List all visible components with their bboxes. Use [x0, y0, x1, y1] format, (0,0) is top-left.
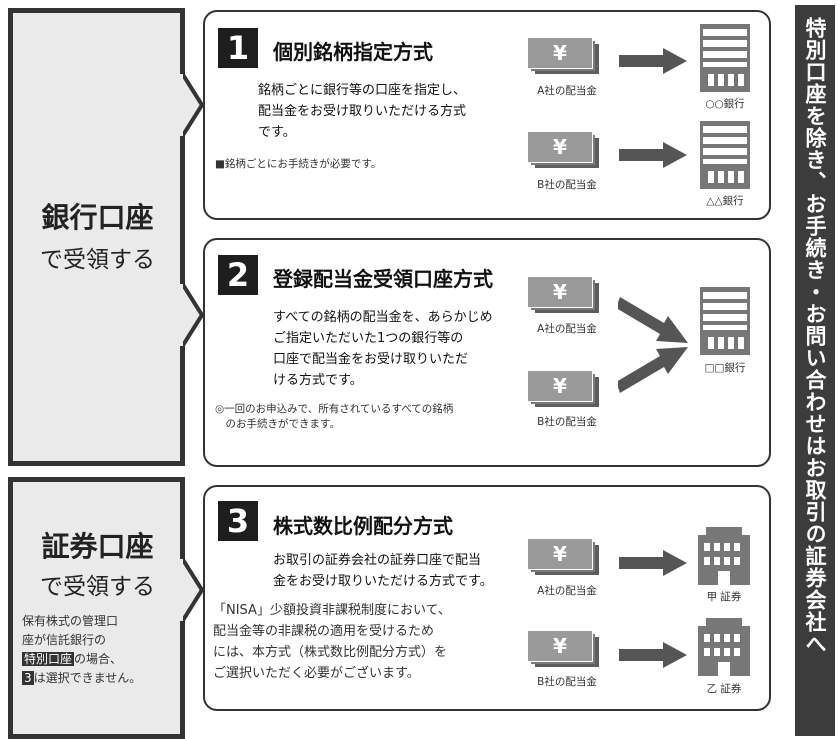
securities-account-subtitle: で受領する	[40, 574, 155, 600]
securities-panel-pointer	[180, 555, 205, 629]
method-3-title: 株式数比例配分方式	[273, 514, 453, 538]
bank-building-icon	[700, 121, 750, 189]
dividend-b-icon: ¥	[527, 630, 599, 667]
dividend-b-label: B社の配当金	[537, 416, 597, 428]
method-1-note: ■銘柄ごとにお手続きが必要です。	[215, 158, 382, 170]
bank-label: □□銀行	[704, 362, 746, 374]
dividend-a-icon: ¥	[527, 276, 599, 313]
arrow-converge-icon	[618, 297, 688, 393]
bank-panel-pointer	[180, 70, 205, 354]
method-3-badge: 3	[22, 671, 34, 685]
method-1-description: 銘柄ごとに銀行等の口座を指定し、 配当金をお受け取りいただける方式 です。	[258, 83, 467, 140]
dividend-a-icon: ¥	[527, 538, 599, 575]
securities-b-label: 乙 証券	[706, 683, 742, 695]
securities-a-label: 甲 証券	[706, 591, 742, 603]
special-account-highlight: 特別口座	[22, 652, 75, 666]
dividend-a-label: A社の配当金	[537, 585, 597, 597]
securities-account-title: 証券口座	[41, 530, 154, 563]
bank-account-subtitle: で受領する	[40, 247, 155, 273]
method-2-title: 登録配当金受領口座方式	[273, 267, 493, 291]
method-1-card	[203, 10, 771, 220]
bank-a-label: ○○銀行	[705, 98, 745, 110]
securities-building-icon	[698, 618, 750, 676]
bank-building-icon	[700, 24, 750, 92]
method-2-description: すべての銘柄の配当金を、あらかじめ ご指定いただいた1つの銀行等の 口座で配当金…	[273, 310, 493, 388]
arrow-right-icon	[619, 142, 687, 168]
dividend-a-icon: ¥	[527, 37, 599, 74]
dividend-a-label: A社の配当金	[537, 85, 597, 97]
arrow-right-icon	[619, 550, 687, 576]
securities-building-icon	[698, 527, 750, 585]
method-1-number: 1	[218, 28, 258, 68]
dividend-b-icon: ¥	[527, 370, 599, 407]
method-2-number: 2	[218, 255, 258, 295]
dividend-a-label: A社の配当金	[537, 323, 597, 335]
bank-account-title: 銀行口座	[41, 201, 154, 234]
method-3-description: お取引の証券会社の証券口座で配当 金をお受け取りいただける方式です。	[273, 553, 493, 589]
arrow-right-icon	[619, 642, 687, 668]
bank-account-panel	[8, 8, 185, 466]
method-1-title: 個別銘柄指定方式	[273, 40, 433, 64]
method-3-card	[203, 485, 771, 711]
bank-b-label: △△銀行	[706, 195, 744, 207]
nisa-note: 「NISA」少額投資非課税制度において、 配当金等の非課税の適用を受けるため に…	[213, 603, 451, 681]
contact-side-banner: 特別口座を除き、お手続き・お問い合わせはお取引の証券会社へ	[795, 5, 835, 736]
arrow-right-icon	[619, 48, 687, 74]
dividend-b-icon: ¥	[527, 131, 599, 168]
dividend-b-label: B社の配当金	[537, 179, 597, 191]
dividend-b-label: B社の配当金	[537, 676, 597, 688]
securities-account-panel	[8, 477, 185, 739]
method-3-number: 3	[218, 501, 258, 541]
bank-building-icon	[700, 287, 750, 355]
method-2-note: ◎一回のお申込みで、所有されているすべての銘柄 のお手続きができます。	[215, 403, 454, 430]
